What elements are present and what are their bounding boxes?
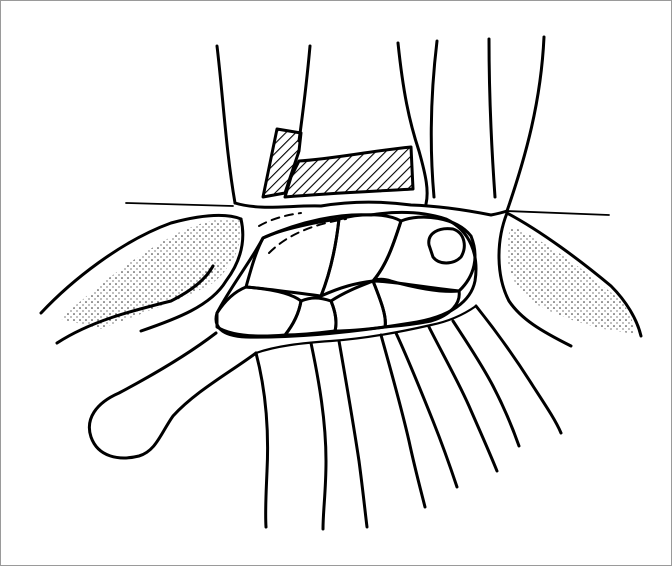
hatched-fragment-horizontal	[285, 147, 413, 197]
radius-rim-dashed-2	[259, 213, 301, 226]
metacarpal-3-right	[429, 327, 497, 471]
carpal-pisiform	[429, 229, 464, 263]
joint-line-right	[506, 211, 609, 215]
left-stippled-area	[61, 219, 241, 329]
metacarpal-1-right	[311, 343, 326, 529]
metacarpal-1-left	[256, 353, 268, 527]
ulna-outer-left-edge	[489, 39, 495, 197]
radius-left-edge	[217, 46, 235, 203]
radius-right-edge	[299, 46, 310, 141]
metacarpal-2-left	[339, 341, 367, 527]
metacarpal-2-right	[381, 335, 425, 507]
ulna-outer-right-edge	[507, 37, 544, 211]
ulna-right-edge	[431, 41, 437, 197]
joint-line-left	[126, 203, 233, 206]
thumb-metacarpal-upper	[89, 333, 256, 458]
metacarpal-3-left	[396, 333, 457, 487]
metacarpal-4-left	[453, 321, 519, 446]
carpal-trapezoid	[285, 298, 336, 335]
metacarpal-4-right	[476, 306, 561, 433]
right-stippled-area	[507, 226, 633, 333]
distal-joint-outline	[235, 202, 507, 215]
